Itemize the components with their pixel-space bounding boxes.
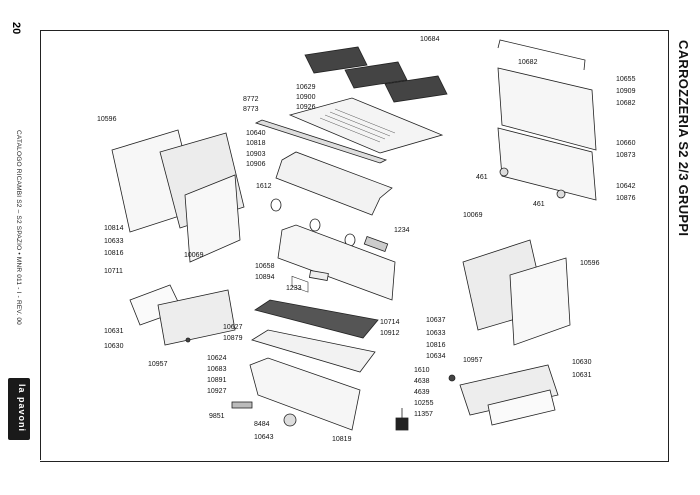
right-plate-10631-part — [487, 389, 556, 426]
right-cover-part — [509, 257, 571, 346]
callout-10637: 10637 — [426, 317, 446, 324]
trim-bar-part — [254, 119, 388, 164]
callout-10069-left: 10069 — [184, 252, 204, 259]
brand-logo — [8, 378, 30, 440]
callout-10642: 10642 — [616, 183, 636, 190]
callout-10631-right: 10631 — [572, 372, 592, 379]
callout-10596-right: 10596 — [580, 260, 600, 267]
callout-10816-left: 10816 — [104, 250, 124, 257]
page-frame — [40, 30, 669, 462]
callout-461-b: 461 — [533, 201, 545, 208]
callout-10891: 10891 — [207, 377, 227, 384]
ring-1612b-part — [309, 218, 321, 232]
callout-1234: 1234 — [394, 227, 410, 234]
callout-1233: 1233 — [286, 285, 302, 292]
callout-461-a: 461 — [476, 174, 488, 181]
callout-10630-left: 10630 — [104, 343, 124, 350]
screw-10957b-part — [448, 374, 456, 382]
callout-10873: 10873 — [616, 152, 636, 159]
callout-10631-left: 10631 — [104, 328, 124, 335]
callout-10624: 10624 — [207, 355, 227, 362]
lower-back-panel-part — [497, 127, 597, 201]
callout-10814: 10814 — [104, 225, 124, 232]
callout-1612: 1612 — [256, 183, 272, 190]
callout-11357: 11357 — [414, 411, 433, 418]
left-plate-10630-part — [157, 289, 236, 346]
ring-1612a-part — [270, 198, 282, 212]
callout-10819: 10819 — [332, 436, 352, 443]
callout-10894: 10894 — [255, 274, 275, 281]
drip-tray-part — [251, 329, 376, 373]
callout-10660: 10660 — [616, 140, 636, 147]
callout-10957-right: 10957 — [463, 357, 483, 364]
callout-10627: 10627 — [223, 324, 243, 331]
callout-10630-right: 10630 — [572, 359, 592, 366]
badge-1234-part — [363, 235, 389, 253]
callout-10682-top: 10682 — [518, 59, 538, 66]
callout-10682-bottom: 10682 — [616, 100, 636, 107]
badge-1233-part — [308, 270, 329, 281]
rail-part — [497, 39, 586, 71]
callout-10903: 10903 — [246, 151, 266, 158]
callout-10818: 10818 — [246, 140, 266, 147]
callout-10711: 10711 — [104, 268, 123, 275]
lower-front-panel-part — [277, 224, 396, 301]
badge-9851-part — [231, 401, 253, 409]
foot-461b-part — [556, 189, 566, 199]
callout-8484: 8484 — [254, 421, 270, 428]
callout-10912: 10912 — [380, 330, 400, 337]
left-cover-10711-part — [184, 174, 241, 263]
callout-10658: 10658 — [255, 263, 275, 270]
callout-10255: 10255 — [414, 400, 434, 407]
callout-10909: 10909 — [616, 88, 636, 95]
right-plate-10630-part — [459, 364, 559, 416]
foot-1610-part — [395, 408, 409, 431]
frame-left-rule — [40, 30, 41, 460]
callout-10633-left: 10633 — [104, 238, 124, 245]
drip-grid-part — [254, 299, 379, 339]
callout-10634: 10634 — [426, 353, 446, 360]
callout-8772: 8772 — [243, 96, 259, 103]
callout-10816-right: 10816 — [426, 342, 446, 349]
callout-4639: 4639 — [414, 389, 430, 396]
callout-10643: 10643 — [254, 434, 274, 441]
front-frame-part — [275, 151, 393, 216]
callout-10629: 10629 — [296, 84, 316, 91]
back-panel-part — [497, 67, 597, 151]
callout-10655: 10655 — [616, 76, 636, 83]
callout-4638: 4638 — [414, 378, 430, 385]
callout-10683: 10683 — [207, 366, 227, 373]
callout-10633-right: 10633 — [426, 330, 446, 337]
top-lid-part — [288, 97, 444, 154]
callout-10876: 10876 — [616, 195, 636, 202]
knob-10643-part — [283, 413, 297, 427]
callout-10926: 10926 — [296, 104, 316, 111]
foot-461a-part — [499, 167, 509, 177]
callout-10640: 10640 — [246, 130, 266, 137]
callout-10596-left: 10596 — [97, 116, 117, 123]
callout-10906: 10906 — [246, 161, 266, 168]
callout-10714: 10714 — [380, 319, 400, 326]
callout-10879: 10879 — [223, 335, 243, 342]
callout-10684: 10684 — [420, 36, 440, 43]
callout-10957-left: 10957 — [148, 361, 168, 368]
callout-10927: 10927 — [207, 388, 227, 395]
callout-9851: 9851 — [209, 413, 225, 420]
callout-10900: 10900 — [296, 94, 316, 101]
screw-10957a-part — [185, 337, 191, 343]
callout-8773: 8773 — [243, 106, 259, 113]
cup-grille-parts — [304, 46, 448, 103]
callout-1610: 1610 — [414, 367, 430, 374]
callout-10069-right: 10069 — [463, 212, 483, 219]
base-front-part — [249, 357, 361, 431]
